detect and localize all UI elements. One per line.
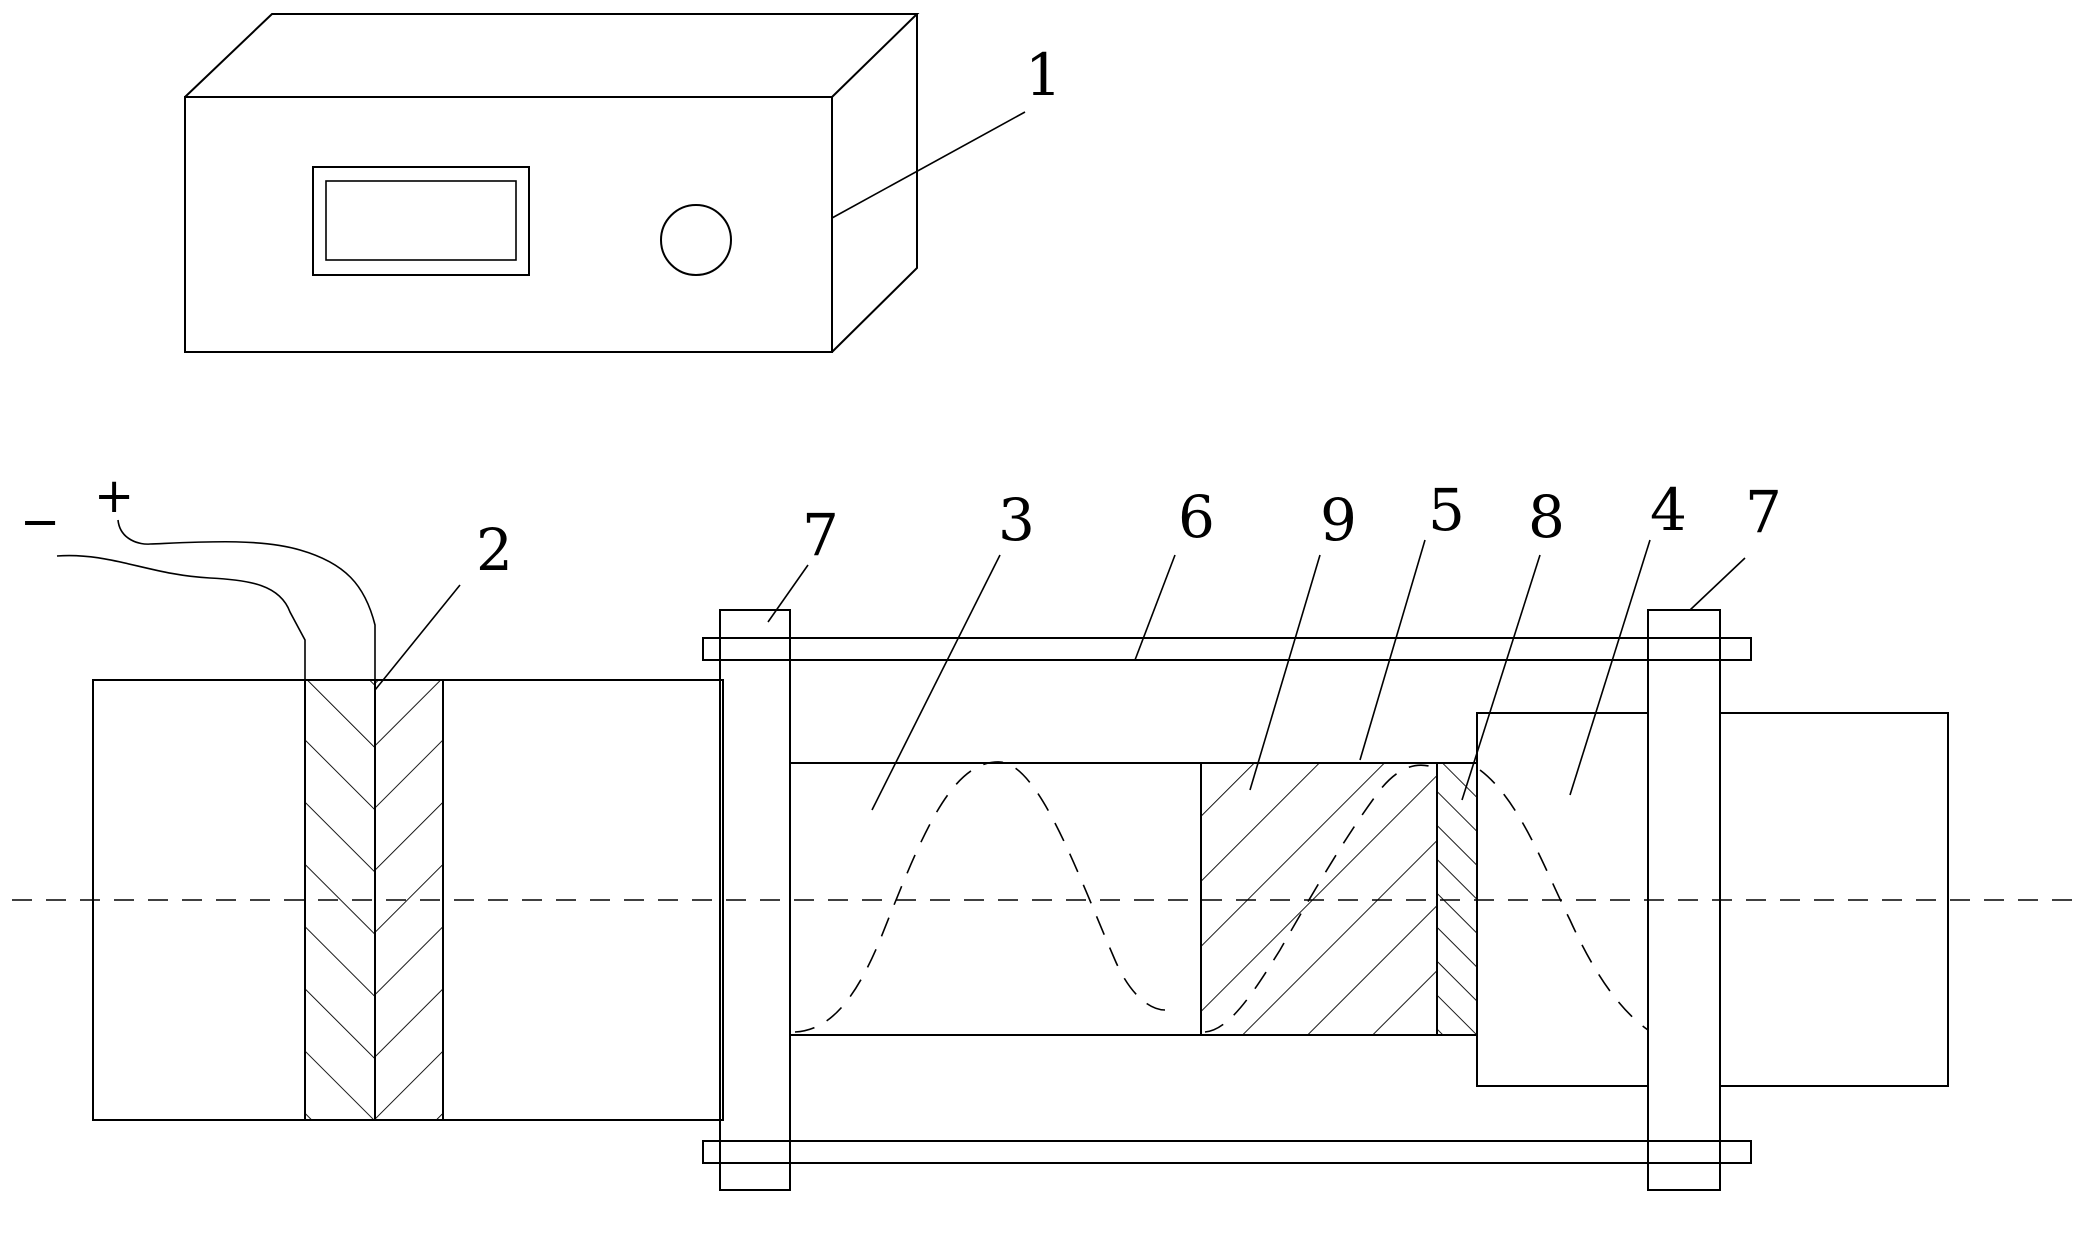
leader-6 xyxy=(1135,555,1175,660)
leader-3 xyxy=(872,555,1000,810)
element-9-hatch xyxy=(1201,763,1437,1035)
label-1: 1 xyxy=(1025,41,1062,109)
label-8: 8 xyxy=(1528,483,1565,551)
positive-terminal-sign: + xyxy=(94,468,134,524)
leader-5 xyxy=(1360,540,1425,760)
clamp-rod-top xyxy=(703,638,1751,660)
label-5: 5 xyxy=(1428,476,1465,544)
leader-1 xyxy=(832,112,1025,218)
label-7-left: 7 xyxy=(802,501,839,569)
leader-9 xyxy=(1250,555,1320,790)
control-box-top xyxy=(185,14,917,97)
display-window-outer xyxy=(313,167,529,275)
leader-7-left xyxy=(768,565,808,622)
label-7-right: 7 xyxy=(1745,478,1782,546)
display-window-inner xyxy=(326,181,516,260)
negative-terminal-sign: − xyxy=(20,494,60,550)
negative-wire xyxy=(57,556,305,680)
label-9: 9 xyxy=(1320,486,1357,554)
control-box xyxy=(185,14,917,352)
clamp-rod-bottom xyxy=(703,1141,1751,1163)
control-box-front xyxy=(185,97,832,352)
label-6: 6 xyxy=(1178,483,1215,551)
control-box-side xyxy=(832,14,917,352)
leader-lines xyxy=(375,112,1745,810)
leader-7-right xyxy=(1690,558,1745,610)
leader-4 xyxy=(1570,540,1650,795)
part-labels: 1 2 3 6 9 5 8 4 7 7 xyxy=(476,41,1782,584)
fusion-curve-3 xyxy=(795,762,1165,1032)
leader-8 xyxy=(1462,555,1540,800)
control-knob xyxy=(661,205,731,275)
element-8-hatch xyxy=(1437,763,1477,1035)
power-wires: − + xyxy=(20,468,375,680)
label-4: 4 xyxy=(1650,476,1687,544)
positive-wire xyxy=(118,520,375,680)
label-2: 2 xyxy=(476,516,513,584)
label-3: 3 xyxy=(998,486,1035,554)
leader-2 xyxy=(375,585,460,690)
